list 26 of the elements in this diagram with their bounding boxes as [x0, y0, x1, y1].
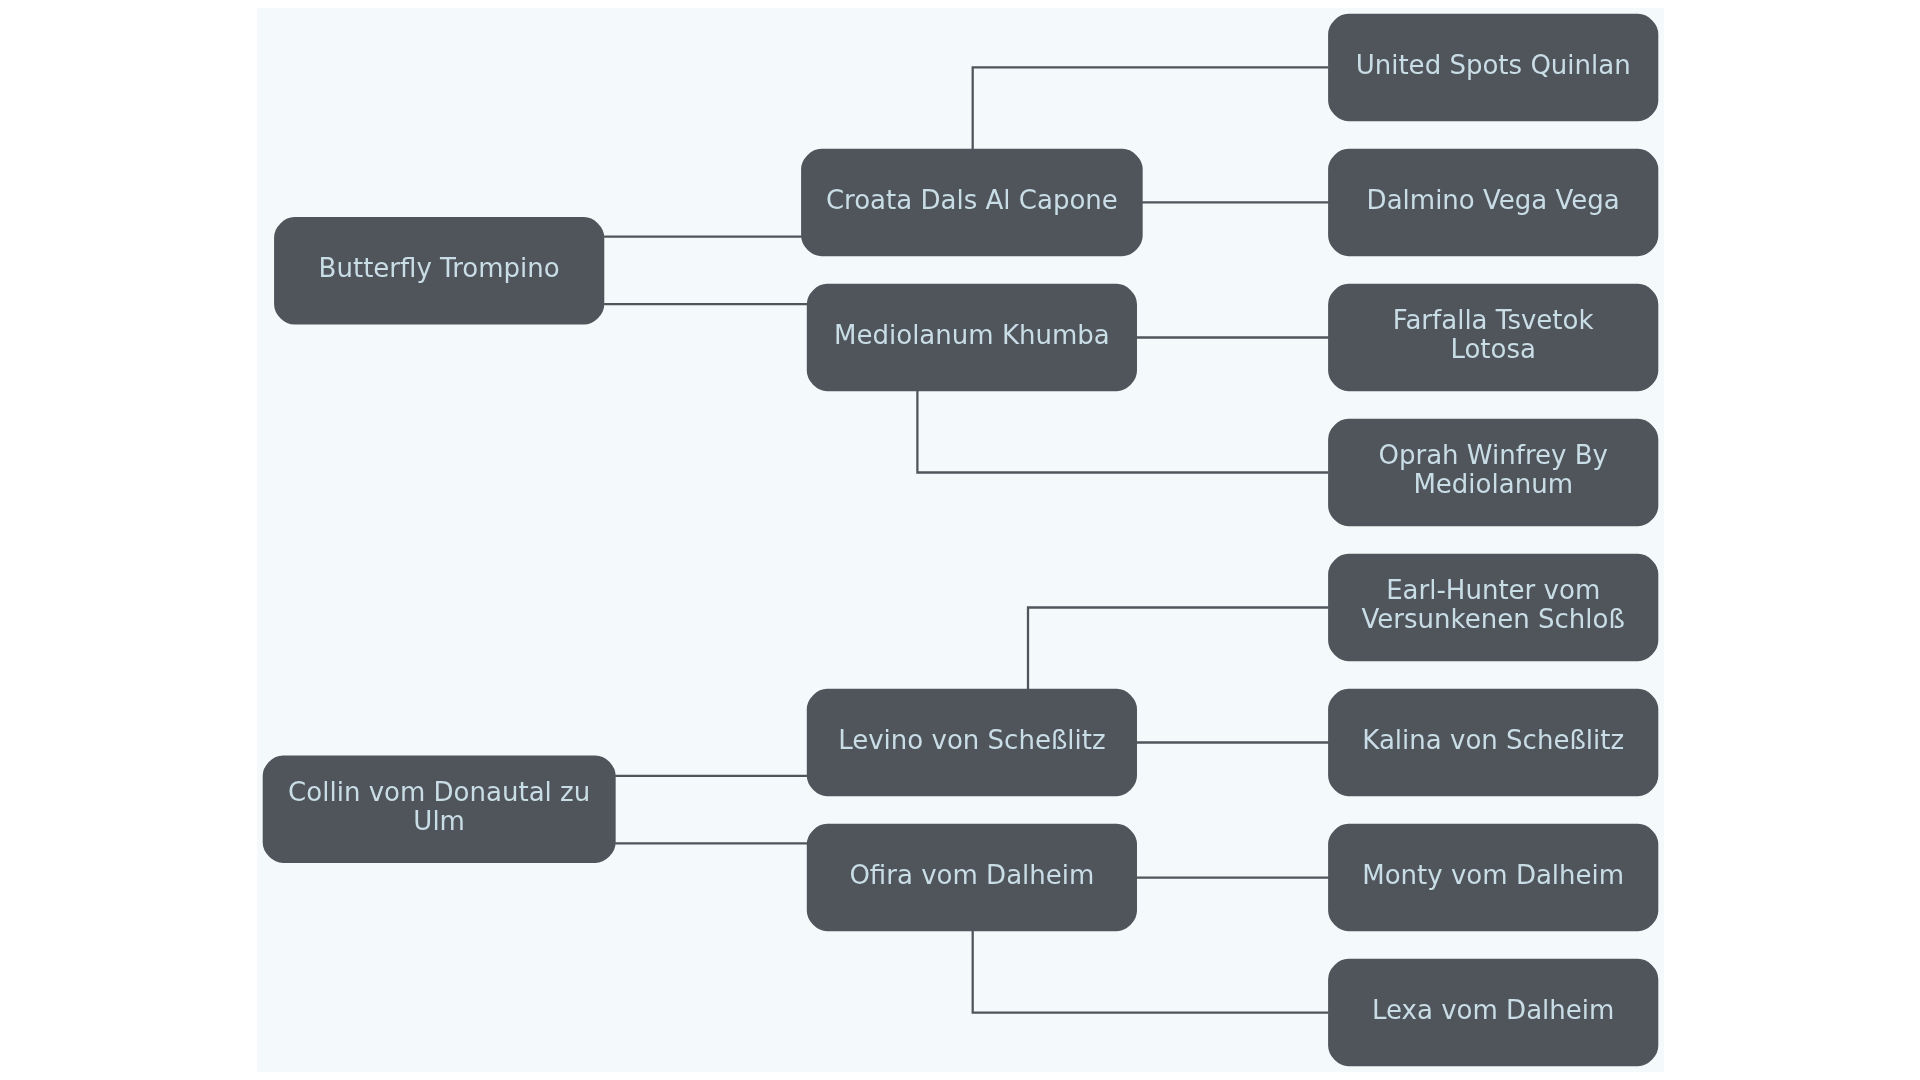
- node-box: Monty vom Dalheim: [1327, 823, 1658, 932]
- node-box: Mediolanum Khumba: [806, 283, 1137, 392]
- connector: [1136, 336, 1329, 339]
- node-box: Levino von Scheßlitz: [806, 688, 1137, 797]
- node-box: Butterfly Trompino: [273, 217, 604, 325]
- node-box: Ofira vom Dalheim: [806, 823, 1137, 932]
- connector: [915, 390, 1328, 474]
- connector: [614, 774, 807, 777]
- connector: [603, 235, 802, 238]
- connector: [971, 930, 1328, 1014]
- connector: [1026, 606, 1329, 690]
- connector: [603, 303, 807, 306]
- node-box: Kalina von Scheßlitz: [1327, 688, 1658, 797]
- connector: [1136, 876, 1329, 879]
- connector: [971, 66, 1328, 150]
- node-box: Croata Dals Al Capone: [800, 148, 1143, 257]
- connector: [1141, 201, 1329, 204]
- node-box: Dalmino Vega Vega: [1327, 148, 1658, 257]
- node-box: Farfalla Tsvetok Lotosa: [1327, 283, 1658, 392]
- node-box: Lexa vom Dalheim: [1327, 958, 1658, 1067]
- node-box: United Spots Quinlan: [1327, 13, 1658, 122]
- node-box: Collin vom Donautal zu Ulm: [262, 755, 616, 863]
- node-box: Earl-Hunter vom Versunkenen Schloß: [1327, 553, 1658, 662]
- node-box: Oprah Winfrey By Mediolanum: [1327, 418, 1658, 527]
- connector: [1136, 741, 1329, 744]
- connector: [614, 842, 807, 845]
